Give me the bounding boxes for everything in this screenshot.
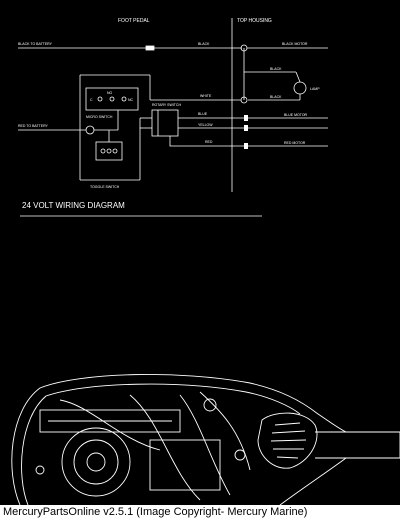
motor-shaft-edges <box>315 431 346 459</box>
wire-label-blue: BLUE <box>198 112 208 116</box>
motor-gear <box>61 427 131 497</box>
contact-label-nc: NC <box>128 98 134 102</box>
wiring-diagram-svg: FOOT PEDAL TOP HOUSING BLACK TO BATTERY … <box>11 18 400 506</box>
plug-yellow <box>244 125 248 131</box>
wire-label-white: WHITE <box>200 94 212 98</box>
motor-gear-hub <box>86 452 106 472</box>
inline-fuse <box>145 45 155 51</box>
lamp-label: LAMP <box>310 87 320 91</box>
contact-label-c: C <box>90 98 93 102</box>
motor-screw-3 <box>234 449 246 461</box>
wire-label-black-3: BLACK <box>270 95 282 99</box>
red-motor-label: RED MOTOR <box>284 141 306 145</box>
motor-screw <box>203 398 217 412</box>
blue-motor-label: BLUE MOTOR <box>284 113 308 117</box>
micro-switch-label: MICRO SWITCH <box>86 115 113 119</box>
motor-circuit-board <box>39 409 181 433</box>
grip-rib-1 <box>274 422 301 426</box>
grip-rib-2 <box>271 430 306 434</box>
rotary-switch-label: ROTARY SWITCH <box>152 103 181 107</box>
wire-label-red: RED <box>205 140 213 144</box>
section-foot-pedal-label: FOOT PEDAL <box>118 18 150 24</box>
plug-blue <box>244 115 248 121</box>
motor-component-block <box>149 439 221 491</box>
toggle-contact-1 <box>100 148 106 154</box>
lamp-circle <box>293 81 307 95</box>
section-top-housing-label: TOP HOUSING <box>237 18 272 24</box>
motor-wire-bundle-3 <box>199 391 251 471</box>
motor-head-drawing <box>11 374 400 506</box>
micro-switch-contact-no <box>109 96 115 102</box>
motor-head-grip <box>257 412 318 469</box>
wire-label-black-2: BLACK <box>270 67 282 71</box>
motor-wire-bundle-2 <box>179 394 231 496</box>
grip-rib-5 <box>276 456 299 459</box>
micro-switch-contact-nc <box>121 96 127 102</box>
toggle-contact-3 <box>112 148 118 154</box>
motor-wire-bundle-4 <box>59 399 161 451</box>
wire-red <box>169 136 244 147</box>
micro-switch-box <box>85 87 139 111</box>
black-motor-label: BLACK MOTOR <box>282 42 308 46</box>
plug-red <box>244 143 248 149</box>
wire-label-black-1: BLACK <box>198 42 210 46</box>
micro-switch-contact-c <box>97 96 103 102</box>
toggle-contact-2 <box>106 148 112 154</box>
motor-screw-2 <box>35 465 45 475</box>
wire-lamp-top <box>295 71 301 83</box>
connector-red-battery <box>85 125 95 135</box>
toggle-switch-box <box>95 141 123 161</box>
red-to-battery-label: RED TO BATTERY <box>18 124 49 128</box>
rotary-switch-box <box>151 109 179 137</box>
diagram-title: 24 VOLT WIRING DIAGRAM <box>22 201 125 210</box>
contact-label-no: NO <box>107 91 113 95</box>
grip-rib-3 <box>270 439 307 442</box>
wiring-diagram-scene: FOOT PEDAL TOP HOUSING BLACK TO BATTERY … <box>11 18 400 506</box>
black-to-battery-label: BLACK TO BATTERY <box>18 42 53 46</box>
wire-label-yellow: YELLOW <box>198 123 213 127</box>
toggle-switch-label: TOGGLE SWITCH <box>90 185 120 189</box>
motor-wire-bundle-1 <box>129 394 201 501</box>
motor-gear-inner <box>73 439 119 485</box>
copyright-caption: MercuryPartsOnline v2.5.1 (Image Copyrig… <box>0 505 400 520</box>
motor-head-inner-outline <box>21 383 301 506</box>
